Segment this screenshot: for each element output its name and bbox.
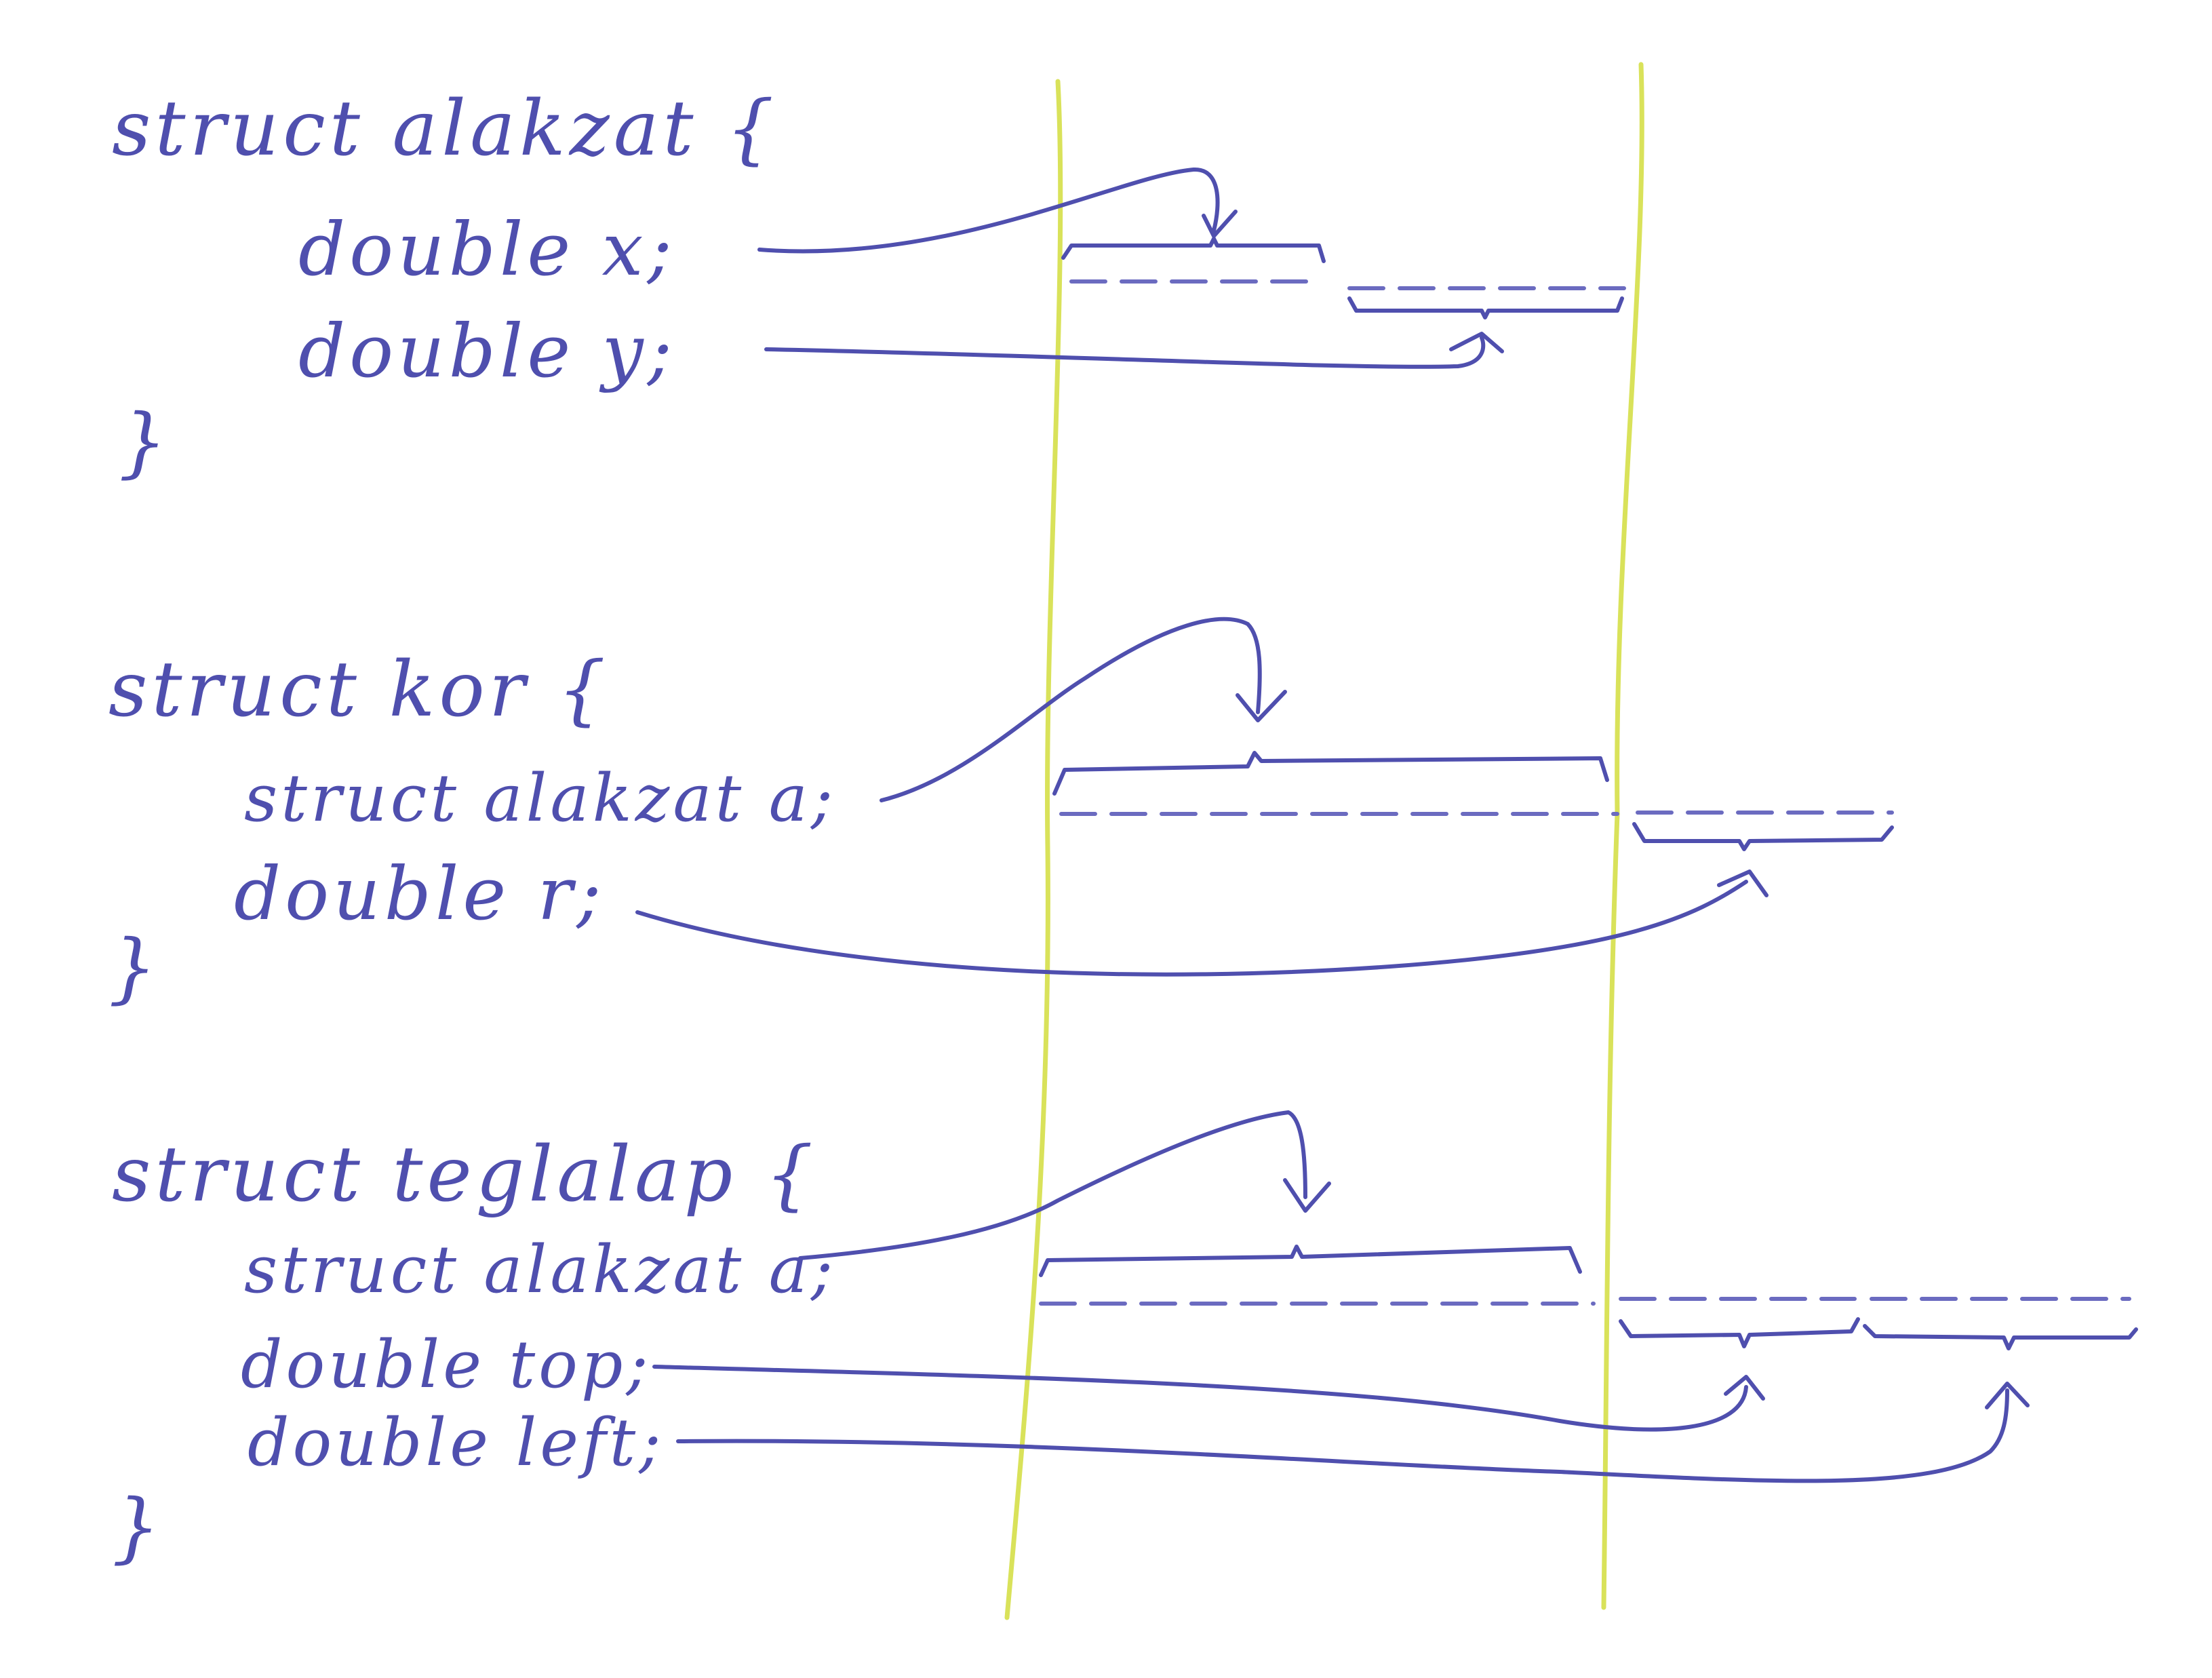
struct-alakzat-header: struct alakzat { xyxy=(112,85,778,173)
teglalap-top-arrowhead xyxy=(1724,1375,1765,1401)
struct-kor: struct kor { struct alakzat a; double r;… xyxy=(108,617,1894,1012)
alakzat-y-arrow xyxy=(764,336,1486,369)
struct-alakzat: struct alakzat { double x; double y; } xyxy=(112,85,1626,486)
guide-line-left xyxy=(1004,79,1063,1620)
teglalap-top-brace xyxy=(1619,1317,1860,1348)
kor-a-brace xyxy=(1052,751,1609,796)
alakzat-y-brace xyxy=(1347,296,1624,319)
teglalap-left-arrow xyxy=(676,1388,2009,1483)
teglalap-left-arrowhead xyxy=(1985,1382,2030,1409)
teglalap-member-a: struct alakzat a; xyxy=(244,1232,836,1308)
teglalap-a-brace xyxy=(1039,1245,1582,1277)
alakzat-y-arrowhead xyxy=(1449,332,1504,353)
teglalap-a-arrowhead xyxy=(1283,1178,1331,1213)
kor-r-brace xyxy=(1632,822,1894,851)
alakzat-member-y: double y; xyxy=(298,309,676,394)
struct-teglalap: struct teglalap { struct alakzat a; doub… xyxy=(112,1110,2138,1572)
kor-a-arrow xyxy=(880,617,1262,802)
alakzat-member-x: double x; xyxy=(298,208,676,292)
teglalap-left-brace xyxy=(1863,1324,2138,1350)
teglalap-member-left: double left; xyxy=(248,1405,665,1481)
kor-r-arrow xyxy=(635,880,1748,977)
guide-line-right xyxy=(1601,62,1644,1610)
struct-kor-close: } xyxy=(108,924,157,1012)
struct-alakzat-close: } xyxy=(119,398,167,486)
alakzat-x-arrow xyxy=(757,167,1220,254)
struct-kor-header: struct kor { xyxy=(108,646,610,734)
kor-member-r: double r; xyxy=(234,852,606,937)
struct-teglalap-header: struct teglalap { xyxy=(112,1131,817,1219)
alakzat-x-arrowhead xyxy=(1202,210,1238,238)
kor-member-a: struct alakzat a; xyxy=(244,760,836,836)
struct-teglalap-close: } xyxy=(112,1483,160,1572)
teglalap-member-top: double top; xyxy=(241,1327,652,1403)
teglalap-top-arrow xyxy=(652,1365,1748,1432)
kor-r-arrowhead xyxy=(1717,870,1769,897)
teglalap-a-arrow xyxy=(798,1110,1307,1260)
alakzat-x-brace xyxy=(1061,237,1326,263)
kor-a-arrowhead xyxy=(1236,690,1287,722)
